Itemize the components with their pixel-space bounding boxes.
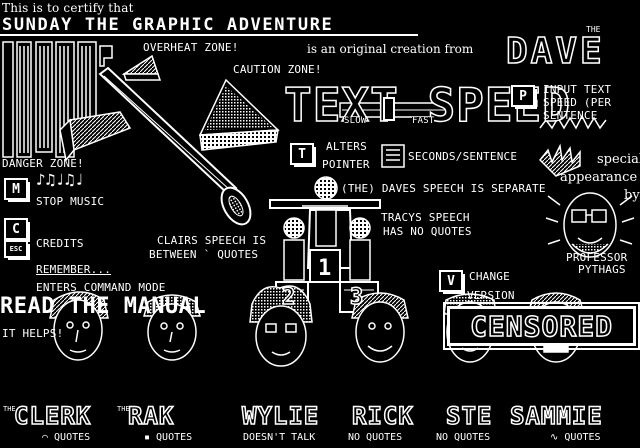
music-notes-icon: ♪♫♩♫♩ — [36, 170, 85, 189]
rak-quote-note: ▪ QUOTES — [144, 432, 193, 443]
censored-stamp: CENSORED — [443, 302, 640, 350]
special-line3: by — [624, 188, 640, 203]
esc-line2: ENTERS COMMAND MODE — [36, 281, 166, 294]
rak-portrait — [143, 294, 201, 361]
ste-quote-note: NO QUOTES — [436, 432, 491, 443]
slow-label: SLOW — [344, 116, 367, 126]
character-name-wylie: WYLIE — [241, 401, 320, 431]
rick-portrait — [351, 292, 409, 363]
caution-triangle — [198, 78, 280, 151]
censored-text: CENSORED — [469, 309, 613, 344]
tracy-speech-1: TRACYS SPEECH — [381, 211, 470, 224]
danger-wedge — [59, 111, 132, 162]
v-line1: CHANGE — [469, 270, 510, 283]
p-description-2: SPEED (PER — [543, 96, 612, 109]
character-name-rick: RICK — [351, 401, 414, 431]
v-key-button[interactable]: V — [439, 270, 465, 294]
podium-number-third: 3 — [349, 285, 364, 310]
zigzag-border — [539, 114, 607, 130]
p-description-1: INPUT TEXT — [543, 83, 612, 96]
v-line2: VERSION — [467, 289, 515, 302]
m-key-button[interactable]: M — [4, 178, 30, 202]
character-name-ste: STE — [445, 401, 493, 431]
clair-speech-1: CLAIRS SPEECH IS — [157, 234, 267, 247]
p-description-3: SENTENCE — [543, 109, 598, 122]
caution-zone-label: CAUTION ZONE! — [233, 63, 322, 76]
esc-line1: REMEMBER... — [36, 263, 112, 276]
game-title: SUNDAY THE GRAPHIC ADVENTURE — [2, 15, 334, 35]
seconds-icon — [381, 144, 405, 168]
podium-block-first — [309, 249, 341, 283]
esc-key-button[interactable]: ESC — [4, 240, 30, 260]
professor-name-1: PROFESSOR — [566, 251, 628, 264]
overheat-triangle — [121, 54, 162, 81]
podium-number-second: 2 — [281, 285, 296, 310]
manual-subtitle: IT HELPS! — [2, 327, 64, 340]
character-name-sammie: SAMMIE — [509, 401, 603, 431]
p-key-button[interactable]: P — [511, 85, 537, 109]
inswits-logo — [2, 41, 113, 158]
seconds-label: SECONDS/SENTENCE — [408, 150, 518, 163]
c-key-button[interactable]: C — [4, 218, 30, 242]
author-the: THE — [586, 25, 601, 34]
character-name-rak: RAK — [127, 401, 175, 431]
wylie-portrait — [249, 285, 313, 367]
clair-speech-2: BETWEEN ` QUOTES — [149, 248, 259, 261]
tracy-speech-2: HAS NO QUOTES — [383, 225, 472, 238]
certify-line: This is to certify that — [2, 1, 134, 15]
overheat-zone-label: OVERHEAT ZONE! — [143, 41, 239, 54]
creation-line: is an original creation from — [307, 42, 474, 56]
t-line1: ALTERS — [326, 140, 367, 153]
special-line1: special — [597, 152, 640, 167]
m-description: STOP MUSIC — [36, 195, 105, 208]
character-portraits — [49, 285, 585, 367]
spoon-gauge — [98, 66, 252, 226]
fast-label: FAST — [412, 116, 435, 126]
character-name-clerk: CLERK — [13, 401, 92, 431]
read-the-manual-title: READ THE MANUAL — [0, 294, 207, 319]
clerk-portrait — [49, 291, 109, 361]
t-line2: POINTER — [322, 158, 370, 171]
rick-quote-note: NO QUOTES — [348, 432, 403, 443]
author-logo-dave: DAVE — [505, 31, 605, 72]
wylie-quote-note: DOESN'T TALK — [243, 432, 316, 443]
professor-name-2: PYTHAGS — [578, 263, 626, 276]
sammie-quote-note: ∿ QUOTES — [550, 432, 601, 443]
clerk-the: THE — [3, 405, 16, 413]
dave-speech-note: (THE) DAVES SPEECH IS SEPARATE — [341, 182, 546, 195]
rak-the: THE — [117, 405, 130, 413]
c-description: CREDITS — [36, 237, 84, 250]
t-key-button[interactable]: T — [290, 143, 316, 167]
danger-zone-label: DANGER ZONE! — [2, 157, 84, 170]
special-line2: appearance — [560, 170, 638, 185]
podium-number-first: 1 — [318, 256, 332, 281]
text-speed-slider-handle[interactable] — [383, 97, 396, 121]
professor-pythags-portrait — [538, 143, 635, 258]
podium-figures — [283, 176, 371, 281]
clerk-quote-note: ⌒ QUOTES — [42, 432, 91, 443]
